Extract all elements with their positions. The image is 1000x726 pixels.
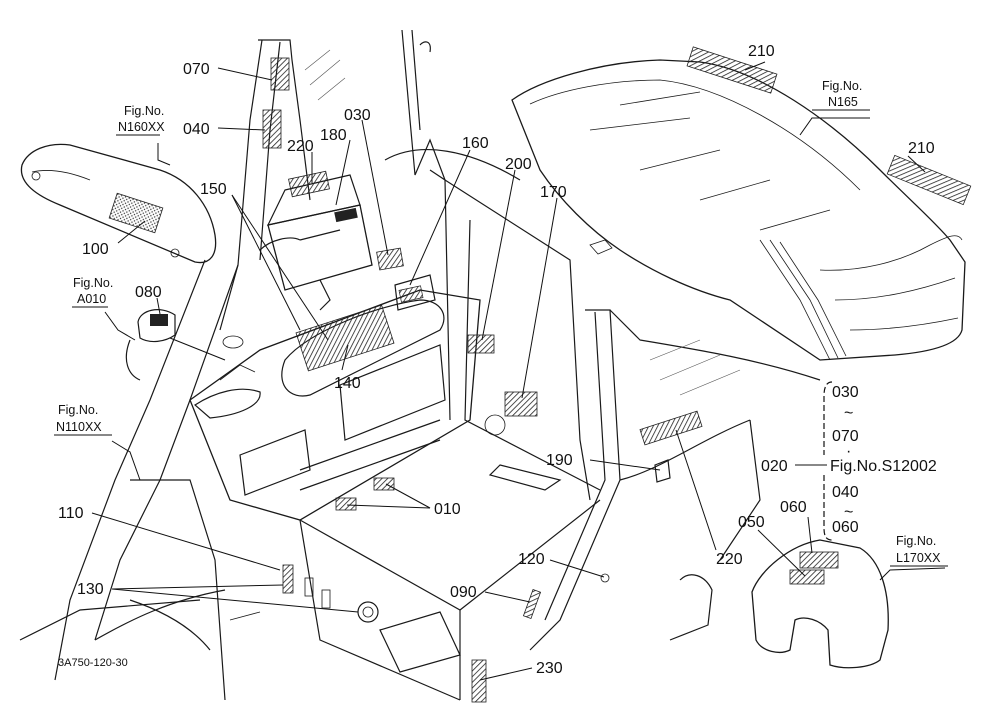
label-190: 190	[546, 452, 573, 469]
label-160: 160	[462, 135, 489, 152]
rear-post	[522, 309, 821, 651]
label-070: 070	[183, 61, 210, 78]
bracket-dot: ·	[846, 443, 851, 460]
label-210-top: 210	[748, 43, 775, 60]
label-210-right: 210	[908, 140, 935, 157]
label-040: 040	[183, 121, 210, 138]
leader-lines	[91, 61, 946, 681]
part-labels: 070 040 030 180 220 160 200 170 150 100 …	[58, 43, 935, 677]
fig-ref-s12002: Fig.No.S12002	[830, 458, 937, 475]
label-010: 010	[434, 501, 461, 518]
label-140: 140	[334, 375, 361, 392]
fig-ref-a010-prefix: Fig.No.	[73, 276, 113, 290]
bracket-040: 040	[832, 484, 859, 501]
cab-floor	[229, 169, 601, 703]
fig-ref-l170-prefix: Fig.No.	[896, 534, 936, 548]
label-180: 180	[320, 127, 347, 144]
fig-ref-n165: N165	[828, 95, 858, 109]
roof-canopy	[511, 59, 966, 361]
s12002-bracket-group: 030 ~ 070 · 020 Fig.No.S12002 040 ~ 060	[761, 384, 937, 536]
label-030: 030	[344, 107, 371, 124]
bracket-tilde-2: ~	[844, 504, 853, 521]
label-130: 130	[77, 581, 104, 598]
label-220-bottom: 220	[716, 551, 743, 568]
figure-references: Fig.No. N160XX Fig.No. N165 Fig.No. A010…	[54, 79, 948, 567]
right-fender	[669, 539, 889, 669]
bracket-020: 020	[761, 458, 788, 475]
label-150: 150	[200, 181, 227, 198]
left-side-frame	[19, 259, 239, 701]
label-110: 110	[58, 505, 84, 522]
label-200: 200	[505, 156, 532, 173]
fig-ref-n110: N110XX	[56, 420, 102, 434]
fig-ref-a010: A010	[77, 292, 106, 306]
label-100: 100	[82, 241, 109, 258]
label-120: 120	[518, 551, 545, 568]
drawing-number: 3A750-120-30	[58, 657, 128, 669]
cabin-line-art	[19, 29, 972, 703]
label-170: 170	[540, 184, 567, 201]
front-pillar	[219, 29, 521, 331]
instrument-console	[259, 170, 404, 311]
fig-ref-l170: L170XX	[896, 551, 941, 565]
bracket-070: 070	[832, 428, 859, 445]
bracket-tilde-1: ~	[844, 405, 853, 422]
label-080: 080	[135, 284, 162, 301]
remote-switch	[125, 309, 176, 381]
label-220-top: 220	[287, 138, 314, 155]
fig-ref-n165-prefix: Fig.No.	[822, 79, 862, 93]
fig-ref-n160-prefix: Fig.No.	[124, 104, 164, 118]
label-230: 230	[536, 660, 563, 677]
fig-ref-n160: N160XX	[118, 120, 165, 134]
sun-visor	[20, 143, 217, 264]
dashboard	[189, 274, 481, 521]
label-060: 060	[780, 499, 807, 516]
bracket-060: 060	[832, 519, 859, 536]
label-090: 090	[450, 584, 477, 601]
fig-ref-n110-prefix: Fig.No.	[58, 403, 98, 417]
bracket-030: 030	[832, 384, 859, 401]
label-050: 050	[738, 514, 765, 531]
